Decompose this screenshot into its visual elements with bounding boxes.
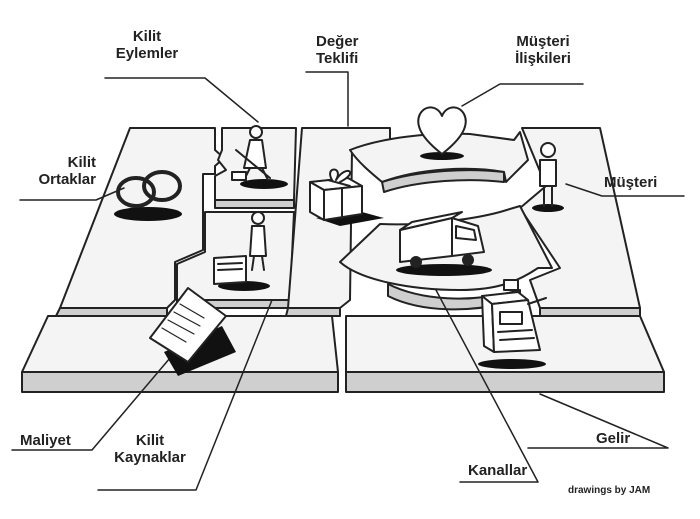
person-standing-icon (532, 142, 564, 212)
label-key-partners: Kilit Ortaklar (20, 154, 96, 188)
label-key-activities: Kilit Eylemler (104, 28, 190, 62)
heart-icon (417, 106, 467, 160)
worker-machine-icon (213, 211, 270, 291)
worker-digging-icon (231, 125, 288, 189)
label-key-activities-line2: Eylemler (115, 45, 179, 62)
label-cost-structure: Maliyet (20, 432, 71, 449)
label-key-resources-line1: Kilit (135, 432, 165, 449)
label-key-resources: Kilit Kaynaklar (98, 432, 202, 466)
label-customer-segments: Müşteri (604, 174, 658, 191)
label-channels: Kanallar (468, 462, 528, 479)
document-icon (149, 287, 236, 376)
label-value-proposition-line2: Teklifi (316, 50, 359, 67)
label-customer-relationships-line1: Müşteri (516, 33, 570, 50)
label-value-proposition: Değer Teklifi (316, 33, 359, 67)
customer-segments-block (519, 127, 641, 317)
credit-text: drawings by JAM (568, 485, 651, 496)
label-value-proposition-line1: Değer (316, 33, 359, 50)
leader-lines (11, 71, 685, 491)
label-key-resources-line2: Kaynaklar (114, 449, 186, 466)
label-customer-relationships: Müşteri İlişkileri (500, 33, 586, 67)
label-key-partners-line1: Kilit (67, 154, 96, 171)
wedding-rings-icon (114, 170, 182, 221)
label-key-activities-line1: Kilit (132, 28, 162, 45)
delivery-truck-icon (396, 211, 492, 276)
label-key-partners-line2: Ortaklar (38, 171, 96, 188)
cash-register-icon (478, 279, 547, 369)
label-customer-relationships-line2: İlişkileri (515, 50, 571, 67)
gift-box-icon (309, 168, 384, 226)
label-revenue-streams: Gelir (596, 430, 631, 447)
relationships-arrow-side (381, 169, 505, 193)
